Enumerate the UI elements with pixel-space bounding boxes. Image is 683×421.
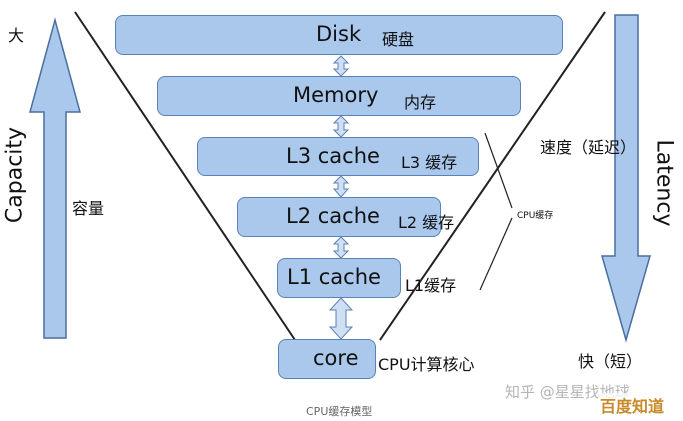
level-label-l1: L1 cache: [287, 265, 381, 289]
connector-l2-l1: [332, 236, 350, 259]
connector-l1-core: [328, 297, 354, 340]
latency-bottom-label: 快（短）: [578, 352, 643, 371]
connector-disk-memory: [332, 55, 350, 77]
level-cn-l3: L3 缓存: [401, 153, 458, 172]
diagram-caption: CPU缓存模型: [306, 405, 373, 418]
baidu-watermark: 百度知道: [598, 393, 667, 417]
level-label-disk: Disk: [316, 22, 362, 46]
capacity-arrow: [29, 17, 81, 339]
level-cn-disk: 硬盘: [382, 30, 415, 49]
capacity-cn-label: 容量: [72, 199, 105, 218]
level-label-memory: Memory: [293, 83, 379, 107]
level-box-l3: L3 cache L3 缓存: [197, 137, 479, 176]
level-cn-core: CPU计算核心: [378, 355, 475, 374]
level-cn-memory: 内存: [404, 93, 437, 112]
cpu-cache-label: CPU缓存: [517, 211, 554, 221]
level-label-l2: L2 cache: [286, 204, 380, 228]
level-box-l2: L2 cache: [237, 197, 441, 237]
level-box-memory: Memory 内存: [157, 76, 521, 116]
level-label-l3: L3 cache: [286, 144, 380, 168]
funnel-left-line: [74, 11, 296, 341]
latency-arrow: [601, 14, 651, 343]
cpu-cache-bracket-upper: [484, 132, 513, 209]
level-box-l1: L1 cache: [277, 258, 401, 298]
capacity-top-label: 大: [8, 26, 25, 45]
level-box-core: core: [278, 339, 376, 379]
level-cn-l2: L2 缓存: [398, 213, 455, 232]
level-box-disk: Disk 硬盘: [115, 15, 563, 55]
cpu-cache-bracket-lower: [479, 217, 513, 291]
capacity-axis-label: Capacity: [2, 126, 28, 224]
connector-l3-l2: [332, 175, 350, 198]
latency-top-label: 速度（延迟）: [540, 138, 637, 157]
latency-axis-label: Latency: [651, 139, 677, 227]
level-label-core: core: [313, 346, 359, 370]
funnel-right-line: [379, 11, 606, 341]
level-cn-l1: L1缓存: [405, 276, 457, 295]
connector-memory-l3: [332, 115, 350, 138]
